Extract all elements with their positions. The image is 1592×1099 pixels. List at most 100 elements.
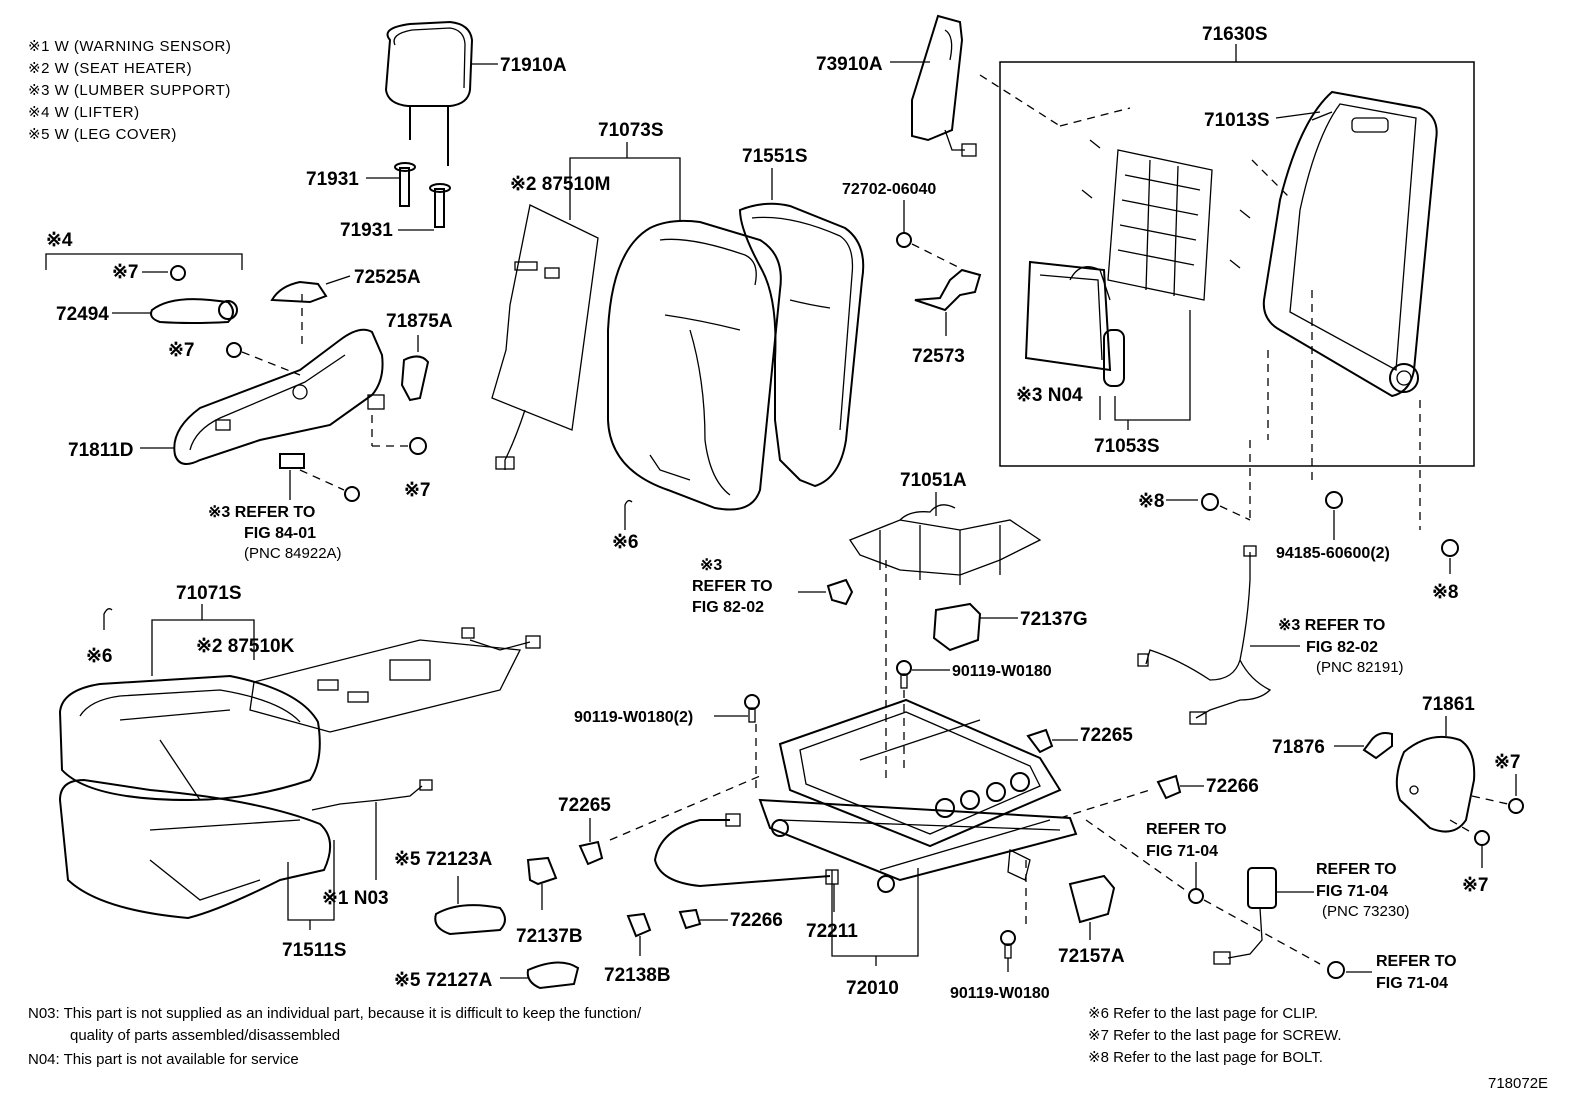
clip-72265-left-drawing xyxy=(578,840,604,866)
legend-item-3: ※3 W (LUMBER SUPPORT) xyxy=(28,82,231,99)
wire-harness-drawing xyxy=(1145,552,1272,719)
label-72494: 72494 xyxy=(56,304,109,325)
label-71071S: 71071S xyxy=(176,583,242,604)
label-7-screw-c: ※7 xyxy=(404,480,431,501)
ref-84-01-line1: ※3 REFER TO xyxy=(208,504,315,521)
part-71861-drawing xyxy=(1395,736,1476,833)
clip-72138B-drawing xyxy=(626,912,652,938)
label-71875A: 71875A xyxy=(386,311,453,332)
note-n03-line2: quality of parts assembled/disassembled xyxy=(70,1027,340,1044)
seatback-cover-drawing xyxy=(607,219,782,511)
ref-71-04b-line1: REFER TO xyxy=(1316,861,1397,878)
seat-rod-drawing xyxy=(653,813,839,888)
cushion-heater-drawing xyxy=(249,627,541,733)
label-71876: 71876 xyxy=(1272,737,1325,758)
label-N03: ※1 N03 xyxy=(322,888,389,909)
warning-sensor-drawing xyxy=(311,779,433,811)
label-8-bolt-b: ※8 xyxy=(1432,582,1459,603)
label-71931-upper: 71931 xyxy=(306,169,359,190)
ref-71-04c-line1: REFER TO xyxy=(1376,953,1457,970)
ref-71-04c-line2: FIG 71-04 xyxy=(1376,975,1448,992)
note-n04: N04: This part is not available for serv… xyxy=(28,1051,299,1068)
label-72211: 72211 xyxy=(806,921,858,942)
label-73910A: 73910A xyxy=(816,54,883,75)
clip-icon xyxy=(624,499,633,530)
cushion-cover-drawing xyxy=(58,674,321,802)
label-71931-lower: 71931 xyxy=(340,220,393,241)
ref-84-01-line3: (PNC 84922A) xyxy=(244,545,342,562)
part-71876-drawing xyxy=(1362,732,1393,760)
note-clip: ※6 Refer to the last page for CLIP. xyxy=(1088,1005,1318,1022)
clip-icon-lower xyxy=(103,608,113,630)
headrest-support-drawing xyxy=(366,162,451,231)
label-90119-W0180-c: 90119-W0180 xyxy=(950,985,1050,1002)
legend-item-5: ※5 W (LEG COVER) xyxy=(28,126,177,143)
seat-spring-drawing xyxy=(849,504,1042,585)
leg-cover-72127A-drawing xyxy=(526,961,580,990)
part-71875A-drawing xyxy=(400,355,430,402)
clip-72137B-drawing xyxy=(526,856,558,886)
label-72266-left: 72266 xyxy=(730,910,783,931)
clip-72266-right-drawing xyxy=(1156,774,1182,800)
label-72702-06040: 72702-06040 xyxy=(842,181,936,198)
seatback-pad-drawing xyxy=(738,168,865,488)
label-4-lifter: ※4 xyxy=(46,230,73,251)
label-72266-right: 72266 xyxy=(1206,776,1259,797)
label-90119-W0180-a: 90119-W0180 xyxy=(952,663,1052,680)
ref-82-02b-line3: (PNC 82191) xyxy=(1316,659,1404,676)
label-72138B: 72138B xyxy=(604,965,671,986)
clip-72266-left-drawing xyxy=(678,908,702,930)
shield-drawing xyxy=(173,328,385,465)
seat-belt-buckle-drawing xyxy=(1213,867,1314,965)
label-71630S: 71630S xyxy=(1202,24,1268,45)
label-72137B: 72137B xyxy=(516,926,583,947)
label-72265-right: 72265 xyxy=(1080,725,1133,746)
label-71053S: 71053S xyxy=(1094,436,1160,457)
lifter-handle-drawing xyxy=(112,298,238,324)
seatback-heater-drawing xyxy=(491,142,681,470)
cushion-bracket xyxy=(151,619,255,676)
side-airbag-drawing xyxy=(890,14,977,157)
ref-71-04b-line2: FIG 71-04 xyxy=(1316,883,1388,900)
seat-adjuster-drawing xyxy=(758,698,1078,893)
label-71811D: 71811D xyxy=(68,440,134,461)
legend-item-1: ※1 W (WARNING SENSOR) xyxy=(28,38,231,55)
label-71551S: 71551S xyxy=(742,146,808,167)
label-72573: 72573 xyxy=(912,346,965,367)
seatback-frame-drawing xyxy=(1262,90,1438,398)
legend-item-2: ※2 W (SEAT HEATER) xyxy=(28,60,192,77)
label-8-bolt-a: ※8 xyxy=(1138,491,1165,512)
label-72137G: 72137G xyxy=(1020,609,1088,630)
frame-assembly-box xyxy=(999,61,1475,467)
ref-82-02b-line1: ※3 REFER TO xyxy=(1278,617,1385,634)
bracket-72573-drawing xyxy=(914,268,982,312)
label-71910A: 71910A xyxy=(500,55,567,76)
label-71051A: 71051A xyxy=(900,470,967,491)
label-71511S: 71511S xyxy=(282,940,346,961)
clip-72265-right-drawing xyxy=(1026,728,1054,754)
ref-82-02b-line2: FIG 82-02 xyxy=(1306,639,1378,656)
ref-71-04a-line1: REFER TO xyxy=(1146,821,1227,838)
label-6-clip-upper: ※6 xyxy=(612,532,639,553)
connector-drawing xyxy=(279,453,305,469)
legend-item-4: ※4 W (LIFTER) xyxy=(28,104,140,121)
label-7-screw-a: ※7 xyxy=(112,262,139,283)
note-screw: ※7 Refer to the last page for SCREW. xyxy=(1088,1027,1342,1044)
label-87510M: ※2 87510M xyxy=(510,174,610,195)
label-N04: ※3 N04 xyxy=(1016,385,1083,406)
label-7-screw-e: ※7 xyxy=(1462,875,1489,896)
ref-71-04a-line2: FIG 71-04 xyxy=(1146,843,1218,860)
headrest-drawing xyxy=(384,20,498,166)
label-72127A: ※5 72127A xyxy=(394,970,493,991)
label-6-clip-lower: ※6 xyxy=(86,646,113,667)
label-71073S: 71073S xyxy=(598,120,664,141)
ref-82-02a-line2: FIG 82-02 xyxy=(692,599,764,616)
label-72157A: 72157A xyxy=(1058,946,1125,967)
label-87510K: ※2 87510K xyxy=(196,636,295,657)
label-72265-left: 72265 xyxy=(558,795,611,816)
note-n03-line1: N03: This part is not supplied as an ind… xyxy=(28,1005,642,1022)
lifter-group-bracket xyxy=(45,253,243,270)
label-7-screw-d: ※7 xyxy=(1494,752,1521,773)
label-71861: 71861 xyxy=(1422,694,1475,715)
